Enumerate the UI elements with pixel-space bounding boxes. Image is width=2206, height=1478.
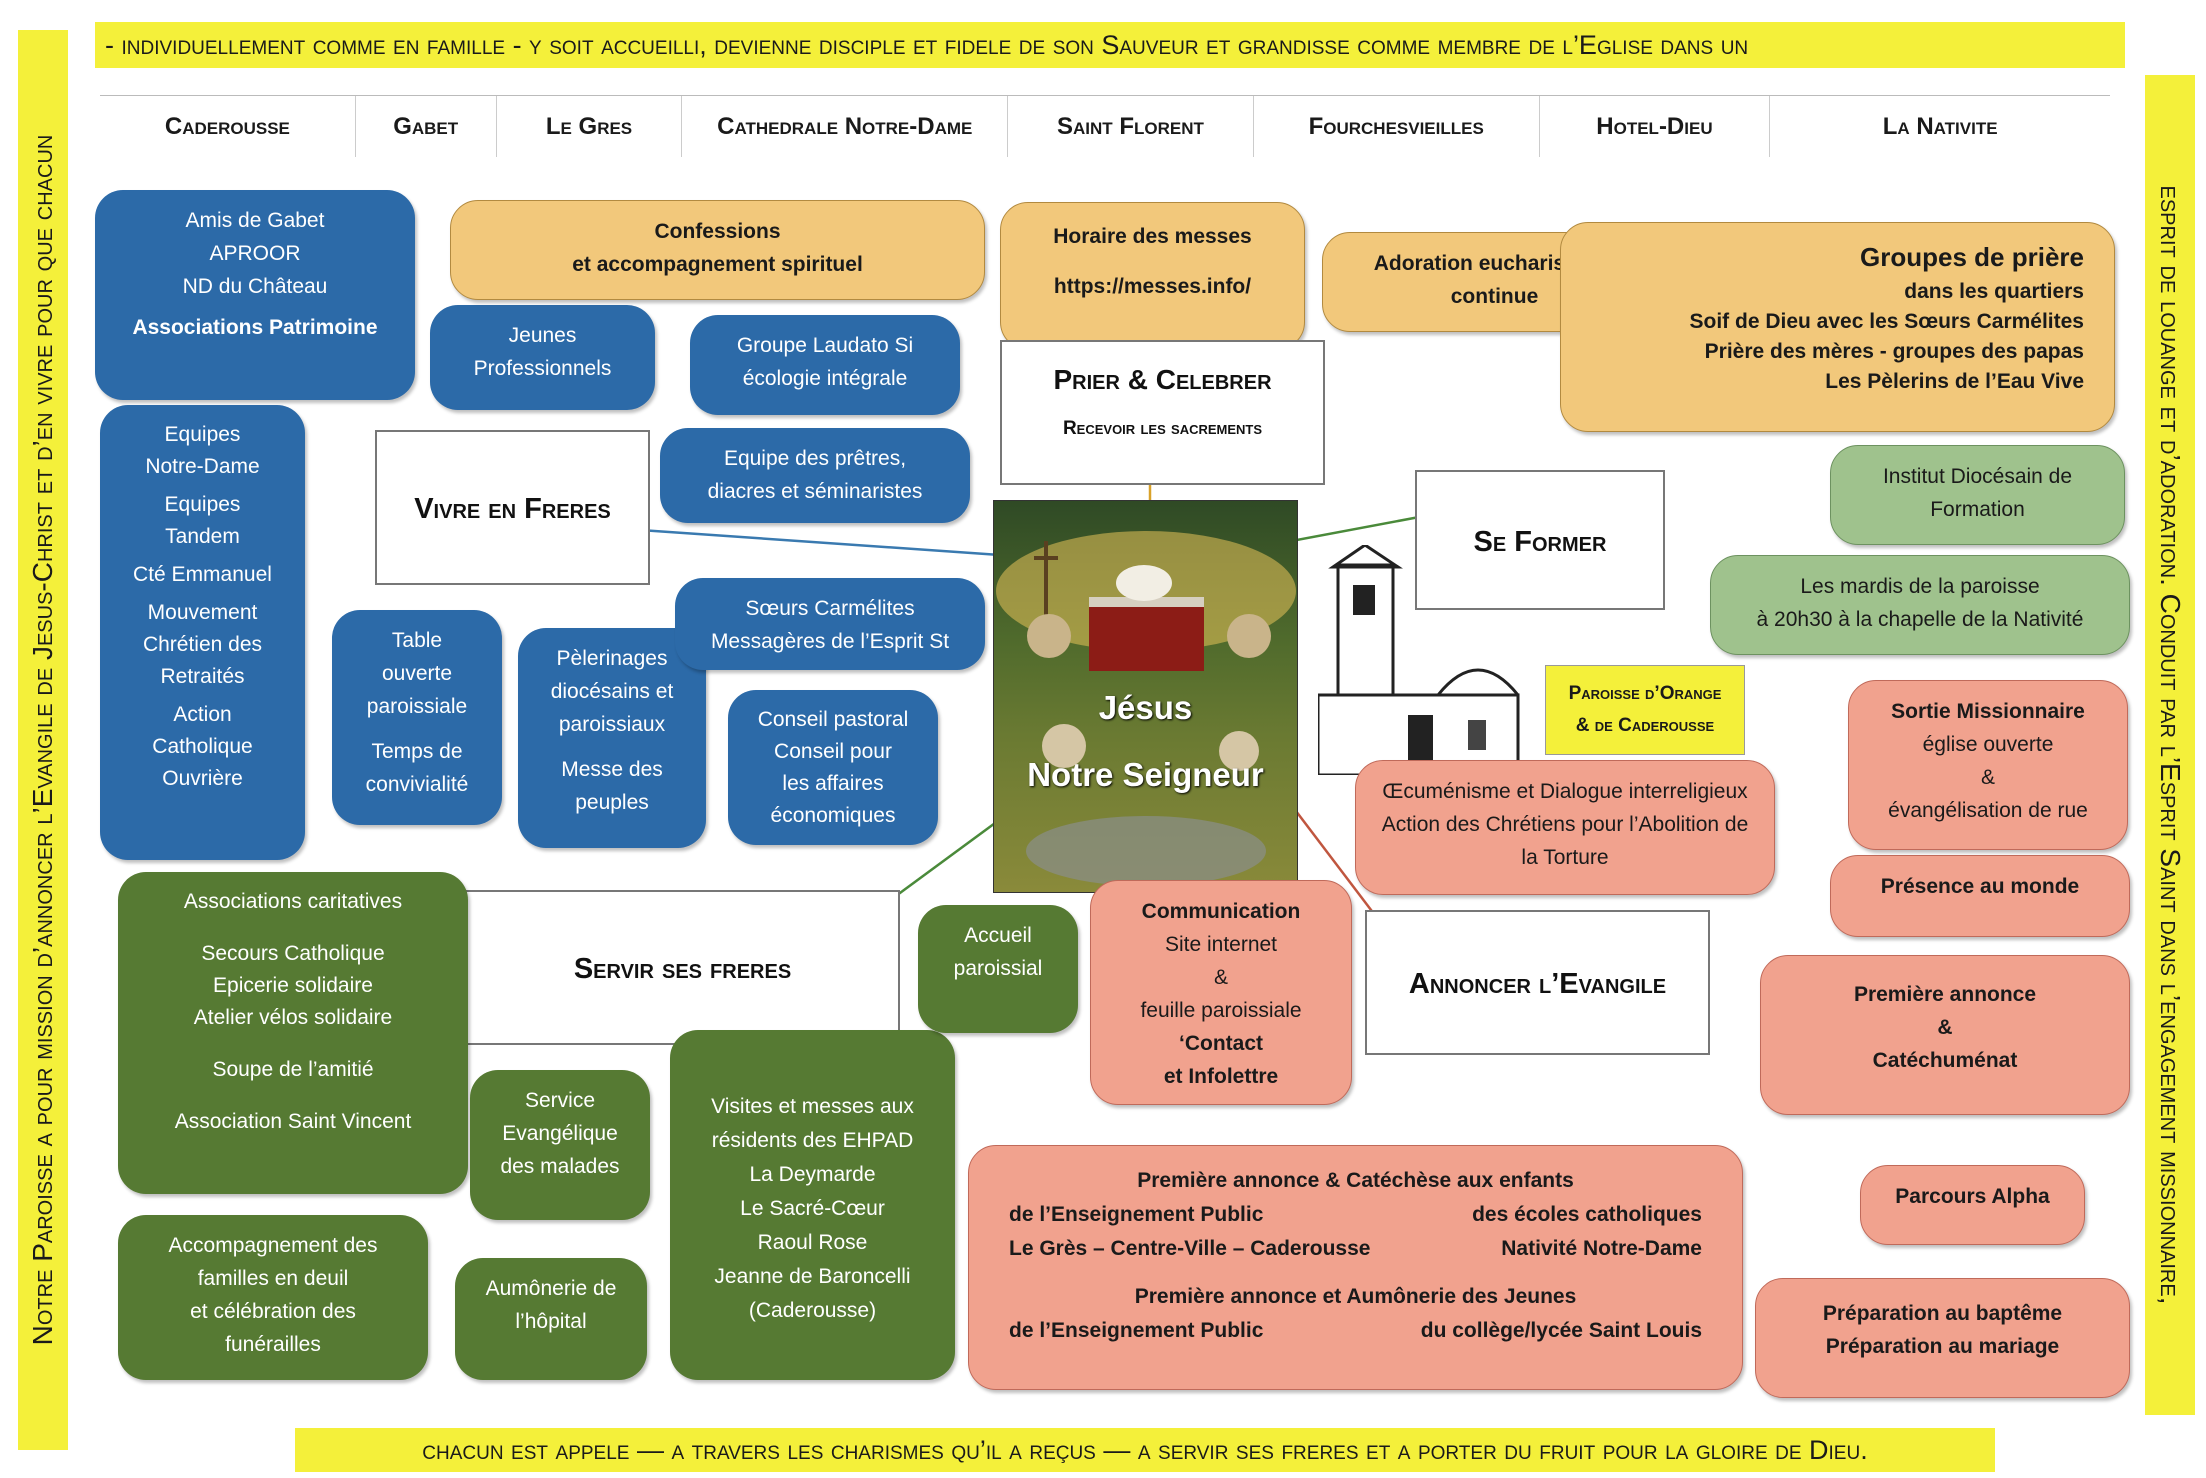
lamb-altar-image (996, 531, 1296, 886)
hub-servir-ses-freres: Servir ses freres (465, 890, 900, 1045)
banner-left-text: Notre Paroisse a pour mission d’annoncer… (27, 134, 58, 1346)
parish-saint-florent: Saint Florent (1008, 96, 1254, 157)
church-sketch-image (1318, 545, 1520, 775)
hub-vivre-en-freres: Vivre en Freres (375, 430, 650, 585)
catechese-right-1: des écoles catholiques (1472, 1203, 1702, 1226)
parish-le-gres: Le Gres (497, 96, 683, 157)
catechese-left-2: Le Grès – Centre-Ville – Caderousse (1009, 1237, 1371, 1260)
hub-prier-celebrer: Prier & Celebrer Recevoir les sacrements (1000, 340, 1325, 485)
hub-prier-subtitle: Recevoir les sacrements (1062, 418, 1263, 439)
hub-prier-title: Prier & Celebrer (1053, 364, 1272, 395)
parish-la-nativite: La Nativite (1882, 113, 1998, 140)
bubble-equipe-pretres: Equipe des prêtres,diacres et séminarist… (660, 428, 970, 523)
bubble-catechese: Première annonce & Catéchèse aux enfants… (968, 1145, 1743, 1390)
parish-cathedrale: Cathedrale Notre-Dame (682, 96, 1009, 157)
banner-bottom: chacun est appele — a travers les charis… (295, 1428, 1995, 1472)
parish-gabet: Gabet (356, 96, 497, 157)
catechese-title: Première annonce & Catéchèse aux enfants (1137, 1169, 1574, 1192)
parish-fourchesvieilles: Fourchesvieilles (1254, 96, 1540, 157)
catechese-row-2: Le Grès – Centre-Ville – Caderousse Nativ… (1009, 1232, 1702, 1266)
banner-top: - individuellement comme en famille - y … (95, 22, 2125, 68)
banner-right-text: esprit de louange et d’adoration. Condui… (2155, 185, 2186, 1305)
parish-name-line2: & de Caderousse (1575, 715, 1715, 736)
catechese-row-3: de l’Enseignement Public du collège/lycée… (1009, 1314, 1702, 1348)
catechese-left-3: de l’Enseignement Public (1009, 1319, 1264, 1342)
bubble-premiere-annonce: Première annonce&Catéchuménat (1760, 955, 2130, 1115)
catechese-right-3: du collège/lycée Saint Louis (1420, 1319, 1702, 1342)
bubble-presence-monde: Présence au monde (1830, 855, 2130, 937)
banner-right: esprit de louange et d’adoration. Condui… (2145, 75, 2195, 1415)
banner-left: Notre Paroisse a pour mission d’annoncer… (18, 30, 68, 1450)
catechese-title-2: Première annonce et Aumônerie des Jeunes (1134, 1285, 1577, 1308)
center-title-2: Notre Seigneur (1027, 756, 1264, 793)
parish-hotel-dieu: Hotel-Dieu (1540, 96, 1771, 157)
parish-name-line1: Paroisse d’Orange (1568, 683, 1722, 704)
parish-name-box: Paroisse d’Orange & de Caderousse (1545, 665, 1745, 755)
catechese-left-1: de l’Enseignement Public (1009, 1203, 1264, 1226)
parish-caderousse: Caderousse (100, 96, 356, 157)
catechese-row-1: de l’Enseignement Public des écoles catho… (1009, 1198, 1702, 1232)
center-painting: Jésus Notre Seigneur (993, 500, 1298, 893)
bubble-parcours-alpha: Parcours Alpha (1860, 1165, 2085, 1245)
center-title-1: Jésus (1098, 689, 1193, 726)
hub-annoncer-evangile: Annoncer l’Evangile (1365, 910, 1710, 1055)
catechese-right-2: Nativité Notre-Dame (1501, 1237, 1702, 1260)
hub-se-former: Se Former (1415, 470, 1665, 610)
parish-strip: Caderousse Gabet Le Gres Cathedrale Notr… (100, 95, 2110, 157)
